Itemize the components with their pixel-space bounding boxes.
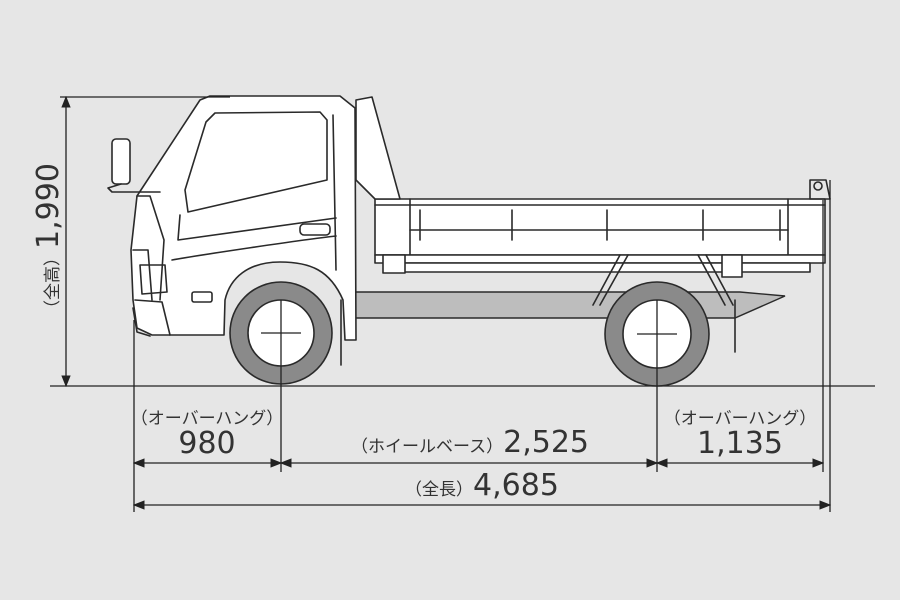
truck-illustration bbox=[107, 95, 831, 387]
front-overhang-value: 980 bbox=[178, 426, 235, 461]
height-label: （全高）1,990 bbox=[31, 163, 66, 317]
overall-length-label: （全長）4,685 bbox=[405, 468, 559, 503]
wheelbase-caption: （ホイールベース） bbox=[351, 437, 503, 457]
height-value: 1,990 bbox=[31, 163, 66, 249]
cab bbox=[107, 95, 357, 341]
height-caption: （全高） bbox=[43, 249, 63, 317]
overall-length-caption: （全長） bbox=[405, 480, 473, 500]
wheelbase-label: （ホイールベース）2,525 bbox=[351, 425, 589, 460]
overall-length-value: 4,685 bbox=[473, 468, 559, 503]
rear-overhang-caption: （オーバーハング） bbox=[664, 409, 817, 429]
front-overhang-caption: （オーバーハング） bbox=[131, 409, 284, 429]
dump-bed bbox=[355, 96, 831, 353]
rear-overhang-value: 1,135 bbox=[697, 426, 783, 461]
wheelbase-value: 2,525 bbox=[503, 425, 589, 460]
